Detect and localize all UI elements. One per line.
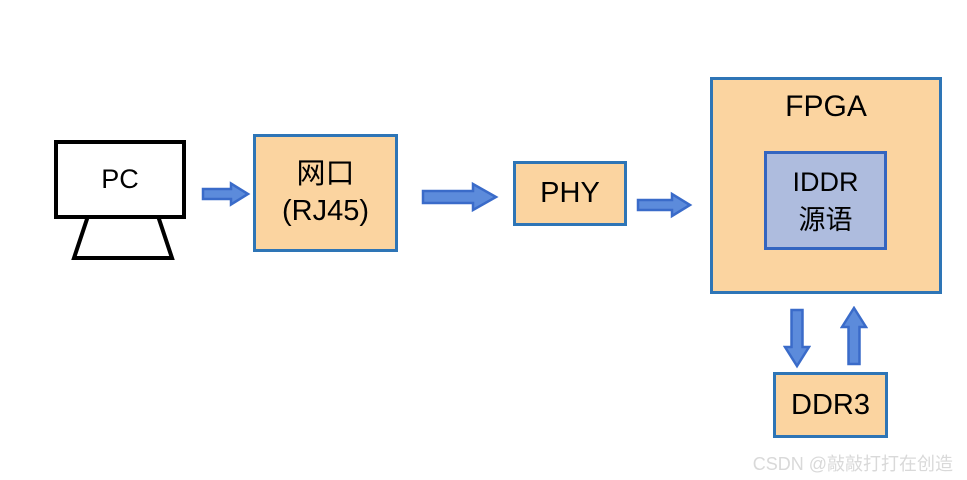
arrow-rj45-to-phy-icon [421,181,499,213]
iddr-label-line2: 源语 [798,204,853,235]
iddr-node: IDDR 源语 [764,151,887,250]
arrow-fpga-to-ddr3-icon [783,308,811,369]
fpga-node: FPGA [710,77,942,294]
monitor-stand-icon [71,214,175,260]
phy-label: PHY [540,177,600,209]
arrow-phy-to-fpga-icon [636,191,693,219]
arrow-pc-to-rj45-icon [201,181,251,207]
ddr3-node: DDR3 [773,372,888,438]
pc-node: PC [54,140,186,219]
ddr3-label: DDR3 [791,388,870,421]
pc-label: PC [101,164,139,194]
rj45-label-line2: (RJ45) [281,195,369,227]
rj45-label-line1: 网口 [296,158,355,190]
arrow-ddr3-to-fpga-icon [840,306,868,366]
watermark: CSDN @敲敲打打在创造 [752,454,953,474]
iddr-label-line1: IDDR [792,166,859,197]
phy-node: PHY [513,161,627,226]
rj45-node: 网口 (RJ45) [253,134,398,252]
fpga-label: FPGA [785,90,867,123]
